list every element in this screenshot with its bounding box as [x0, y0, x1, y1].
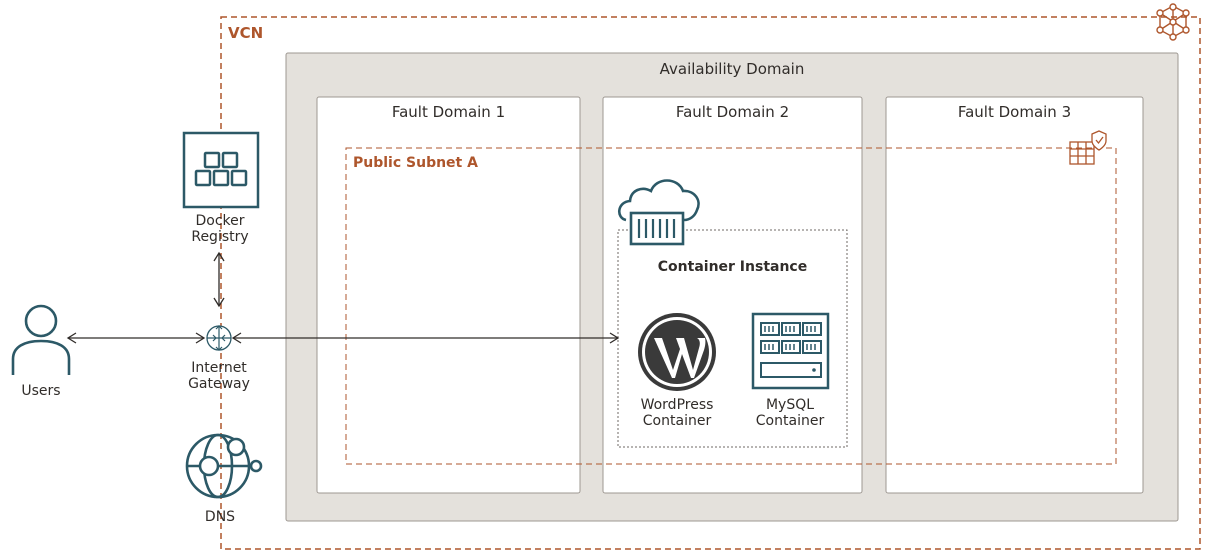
- mysql-container-label: MySQL Container: [735, 397, 845, 429]
- mysql-line1: MySQL: [765, 397, 815, 413]
- connector-users-gateway: [66, 332, 206, 344]
- security-list-icon: [1069, 130, 1107, 165]
- dns-icon: [185, 433, 263, 499]
- wordpress-line1: WordPress: [640, 397, 714, 413]
- users-label: Users: [21, 383, 61, 399]
- fault-domain-1-box: [316, 96, 581, 494]
- connector-registry-gateway: [213, 251, 225, 308]
- dns-label: DNS: [204, 509, 236, 525]
- container-instance-box: [617, 229, 848, 448]
- container-instance-label: Container Instance: [657, 259, 808, 275]
- fault-domain-3-box: [885, 96, 1144, 494]
- container-instance-icon: [618, 179, 700, 246]
- vcn-boundary: [220, 16, 1201, 550]
- docker-registry-line2: Registry: [191, 229, 249, 245]
- mysql-icon: [751, 312, 830, 390]
- vcn-label: VCN: [228, 24, 264, 42]
- docker-registry-icon: [182, 131, 260, 209]
- public-subnet-boundary: [345, 147, 1117, 465]
- users-icon: [11, 304, 71, 375]
- fault-domain-2-box: [602, 96, 863, 494]
- fault-domain-3-label: Fault Domain 3: [957, 103, 1072, 121]
- mysql-line2: Container: [755, 413, 825, 429]
- docker-registry-label: Docker Registry: [170, 213, 270, 245]
- docker-registry-line1: Docker: [195, 213, 245, 229]
- fault-domain-1-label: Fault Domain 1: [391, 103, 506, 121]
- internet-gateway-line1: Internet: [191, 360, 247, 376]
- public-subnet-label: Public Subnet A: [353, 155, 478, 171]
- internet-gateway-line2: Gateway: [188, 376, 250, 392]
- internet-gateway-label: Internet Gateway: [169, 360, 269, 392]
- wordpress-line2: Container: [642, 413, 712, 429]
- wordpress-icon: [638, 313, 716, 391]
- connector-gateway-wordpress: [231, 332, 620, 344]
- availability-domain-label: Availability Domain: [659, 60, 805, 78]
- vcn-icon: [1156, 3, 1190, 41]
- wordpress-container-label: WordPress Container: [622, 397, 732, 429]
- internet-gateway-icon: [206, 325, 232, 351]
- fault-domain-2-label: Fault Domain 2: [675, 103, 790, 121]
